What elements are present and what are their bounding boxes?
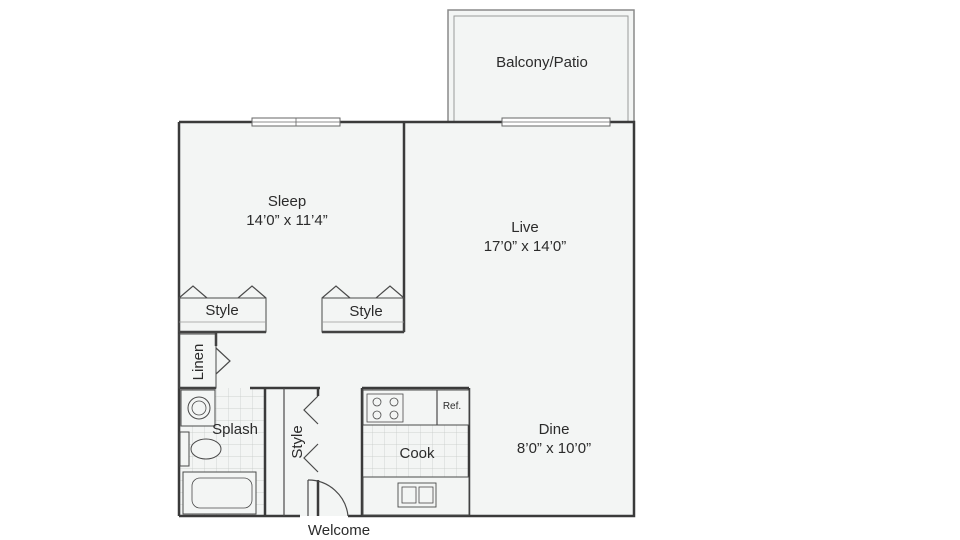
- closet-style-right: Style: [321, 285, 405, 333]
- closet-style-left: Style: [178, 285, 267, 333]
- closet-linen-label: Linen: [190, 344, 207, 381]
- stove-icon: [366, 393, 404, 423]
- cook-label: Cook: [399, 445, 435, 462]
- kitchen: Ref. Cook: [362, 389, 470, 516]
- sleep-label: Sleep: [268, 193, 306, 210]
- dine-label: Dine: [539, 421, 570, 438]
- sleep-dims: 14’0” x 11’4”: [246, 212, 327, 229]
- bathroom: Splash: [179, 389, 258, 515]
- sink-icon: [187, 396, 211, 420]
- bathtub-icon: [182, 471, 257, 515]
- sleep-room: Sleep 14’0” x 11’4”: [246, 193, 327, 229]
- entry-door[interactable]: [307, 479, 349, 517]
- fridge-label: Ref.: [443, 401, 461, 412]
- sleep-window: [251, 117, 341, 127]
- closet-style-right-label: Style: [349, 303, 382, 320]
- live-room: Live 17’0” x 14’0”: [484, 219, 567, 255]
- kitchen-sink-icon: [397, 482, 437, 508]
- closet-style-hall: Style: [289, 395, 319, 473]
- live-dims: 17’0” x 14’0”: [484, 238, 567, 255]
- dine-dims: 8’0” x 10’0”: [517, 440, 591, 457]
- toilet-icon: [179, 431, 222, 467]
- welcome-label: Welcome: [308, 522, 370, 539]
- closet-linen: Linen: [178, 333, 231, 389]
- closet-style-hall-label: Style: [289, 425, 306, 458]
- live-label: Live: [511, 219, 539, 236]
- dine-room: Dine 8’0” x 10’0”: [517, 421, 591, 457]
- balcony-label: Balcony/Patio: [496, 54, 588, 71]
- balcony-patio: Balcony/Patio: [447, 9, 635, 123]
- splash-label: Splash: [212, 421, 258, 438]
- live-window: [501, 117, 611, 127]
- closet-style-left-label: Style: [205, 302, 238, 319]
